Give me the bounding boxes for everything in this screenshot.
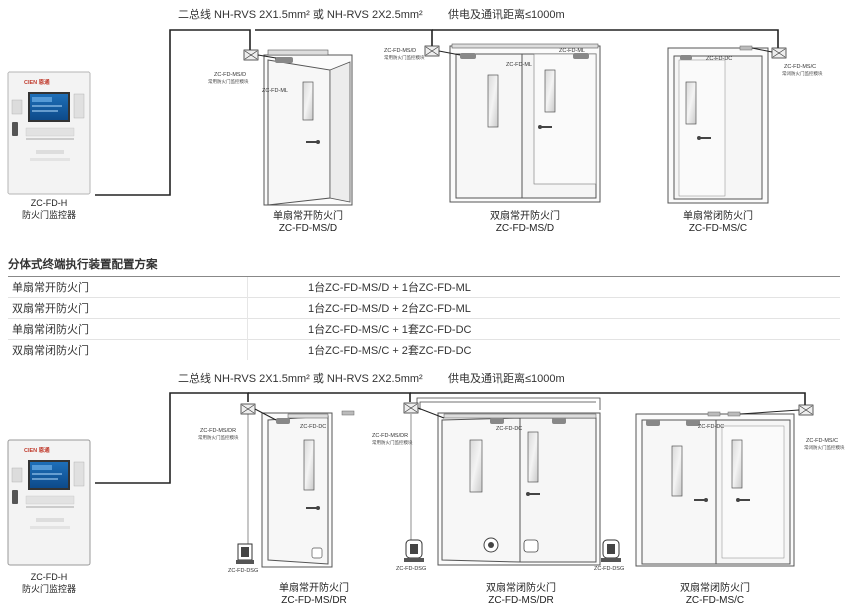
top-door-double-open — [424, 43, 601, 203]
bottom-door2-holder-tag: ZC-FD-DSG — [396, 566, 427, 572]
top-controller-cabinet — [7, 71, 91, 195]
bottom-cable — [95, 392, 806, 484]
config-value: 1台ZC-FD-MS/D + 2台ZC-FD-ML — [247, 297, 840, 319]
bottom-door1-name: 单扇常开防火门 — [279, 583, 349, 594]
top-door-single-closed — [667, 45, 787, 204]
top-door2-model: ZC-FD-MS/D — [495, 223, 555, 234]
config-row: 单扇常开防火门 1台ZC-FD-MS/D + 1台ZC-FD-ML — [8, 276, 840, 298]
top-door3-module-desc: 常闭防火门监控模块 — [782, 71, 823, 76]
config-value: 1台ZC-FD-MS/C + 1套ZC-FD-DC — [247, 318, 840, 340]
config-door-type: 双扇常开防火门 — [8, 297, 248, 319]
top-door2-closer-tag2: ZC-FD-ML — [559, 48, 585, 54]
bottom-door2-module-tag: ZC-FD-MS/DR — [372, 433, 409, 439]
top-door3-name: 单扇常闭防火门 — [683, 211, 753, 222]
bottom-door3-module-desc: 常闭防火门监控模块 — [804, 445, 845, 450]
bottom-door2-module-desc: 常用防火门监控模块 — [372, 440, 413, 445]
config-value: 1台ZC-FD-MS/D + 1台ZC-FD-ML — [247, 276, 840, 298]
bottom-door1-model: ZC-FD-MS/DR — [281, 595, 347, 606]
bottom-door-single-open — [236, 403, 355, 568]
bottom-controller-name: 防火门监控器 — [21, 584, 76, 594]
bottom-door2-holder-tag2: ZC-FD-DSG — [594, 566, 625, 572]
bottom-controller-brand: CIEN 恩通 — [24, 448, 50, 454]
top-door1-module-desc: 常用防火门监控模块 — [208, 79, 249, 84]
config-row: 双扇常开防火门 1台ZC-FD-MS/D + 2台ZC-FD-ML — [8, 297, 840, 319]
bottom-door3-model: ZC-FD-MS/C — [685, 595, 745, 606]
top-distance-label: 供电及通讯距离≤1000m — [448, 9, 565, 21]
bottom-door2-closer-tag: ZC-FD-DC — [496, 426, 523, 432]
top-controller-brand: CIEN 恩通 — [24, 80, 50, 86]
top-cable — [95, 29, 779, 196]
bottom-door2-name: 双扇常闭防火门 — [486, 583, 556, 594]
config-value: 1台ZC-FD-MS/C + 2套ZC-FD-DC — [247, 339, 840, 360]
top-controller-name: 防火门监控器 — [21, 210, 76, 220]
top-door1-module-tag: ZC-FD-MS/D — [214, 72, 247, 78]
top-door2-name: 双扇常开防火门 — [490, 211, 560, 222]
top-door3-model: ZC-FD-MS/C — [688, 223, 748, 234]
bottom-door-double — [403, 402, 621, 566]
bottom-door1-closer-tag: ZC-FD-DC — [300, 424, 327, 430]
bottom-controller-model: ZC-FD-H — [30, 572, 68, 582]
config-door-type: 单扇常开防火门 — [8, 276, 248, 298]
top-door1-model: ZC-FD-MS/D — [278, 223, 338, 234]
bottom-door1-module-tag: ZC-FD-MS/DR — [200, 428, 237, 434]
config-door-type: 单扇常闭防火门 — [8, 318, 248, 340]
config-table: 单扇常开防火门 1台ZC-FD-MS/D + 1台ZC-FD-ML 双扇常开防火… — [8, 276, 840, 360]
config-title: 分体式终端执行装置配置方案 — [8, 259, 158, 271]
bottom-distance-label: 供电及通讯距离≤1000m — [448, 373, 565, 385]
bottom-door1-module-desc: 常用防火门监控模块 — [198, 435, 239, 440]
bottom-aux-wires — [416, 397, 601, 410]
top-door3-module-tag: ZC-FD-MS/C — [784, 64, 817, 70]
bottom-cable-label: 二总线 NH-RVS 2X1.5mm² 或 NH-RVS 2X2.5mm² — [178, 373, 423, 385]
config-row: 单扇常闭防火门 1台ZC-FD-MS/C + 1套ZC-FD-DC — [8, 318, 840, 340]
bottom-door3-name: 双扇常闭防火门 — [680, 583, 750, 594]
top-door1-closer-tag: ZC-FD-ML — [262, 88, 288, 94]
top-door2-closer-tag: ZC-FD-ML — [506, 62, 532, 68]
bottom-controller-cabinet — [7, 439, 91, 566]
config-door-type: 双扇常闭防火门 — [8, 339, 248, 360]
top-door2-module-desc: 常用防火门监控模块 — [384, 55, 425, 60]
top-door3-closer-tag: ZC-FD-DC — [706, 56, 733, 62]
top-cable-label: 二总线 NH-RVS 2X1.5mm² 或 NH-RVS 2X2.5mm² — [178, 9, 423, 21]
bottom-door3-closer-tag: ZC-FD-DC — [698, 424, 725, 430]
bottom-door-double-closed — [635, 404, 814, 567]
top-door2-module-tag: ZC-FD-MS/D — [384, 48, 417, 54]
top-controller-model: ZC-FD-H — [30, 198, 68, 208]
bottom-door1-holder-tag: ZC-FD-DSG — [228, 568, 259, 574]
bottom-door3-module-tag: ZC-FD-MS/C — [806, 438, 839, 444]
top-door1-name: 单扇常开防火门 — [273, 211, 343, 222]
bottom-door2-model: ZC-FD-MS/DR — [488, 595, 554, 606]
config-row: 双扇常闭防火门 1台ZC-FD-MS/C + 2套ZC-FD-DC — [8, 339, 840, 360]
top-door-single-open — [243, 49, 353, 206]
